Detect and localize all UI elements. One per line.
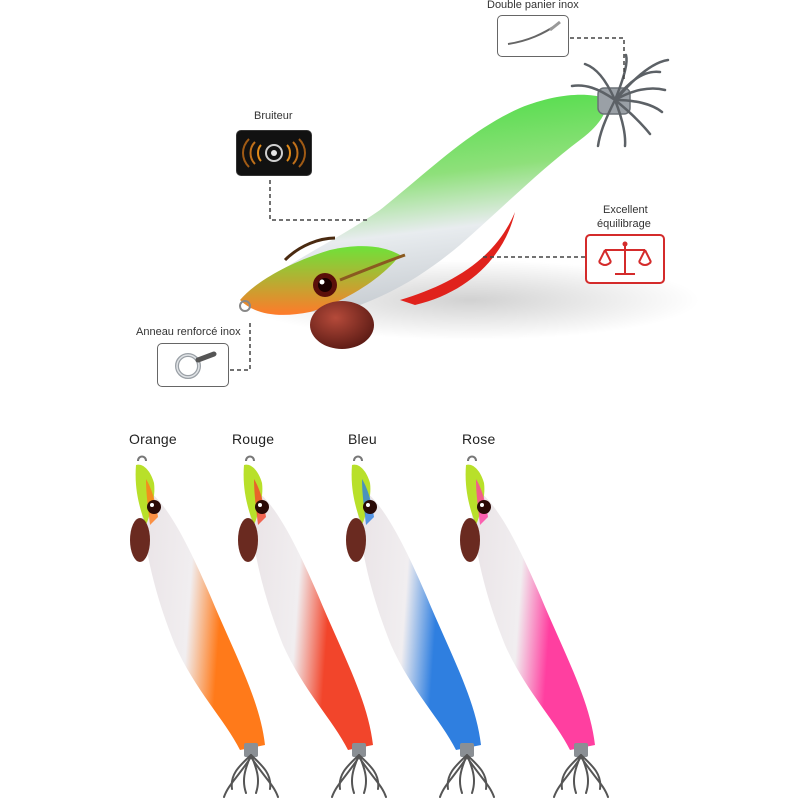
callout-connectors xyxy=(230,37,625,371)
variant-label-rouge: Rouge xyxy=(232,431,275,447)
equilibrage-label-line1: Excellent xyxy=(603,204,648,216)
variant-lure-orange xyxy=(130,455,279,798)
bruiteur-callout xyxy=(236,130,312,176)
balance-scale-icon xyxy=(598,241,652,275)
variant-label-orange: Orange xyxy=(129,431,177,447)
lure-feather xyxy=(283,236,336,262)
variant-label-rose: Rose xyxy=(462,431,496,447)
variant-label-bleu: Bleu xyxy=(348,431,377,447)
rattle-sound-icon xyxy=(242,138,306,168)
nose-ring xyxy=(239,300,251,312)
variant-lure-bleu xyxy=(346,455,495,798)
bruiteur-label: Bruiteur xyxy=(254,110,293,122)
red-keel-icon xyxy=(400,212,515,305)
double-panier-label: Double panier inox xyxy=(487,0,579,11)
equilibrage-label-line2: équilibrage xyxy=(597,218,651,230)
main-lure-illustration xyxy=(230,37,700,371)
equilibrage-callout xyxy=(585,234,665,284)
steel-ring-icon xyxy=(175,351,217,379)
anneau-label: Anneau renforcé inox xyxy=(136,326,241,338)
variant-lure-rose xyxy=(460,455,609,798)
hook-wire-icon xyxy=(507,20,561,45)
anneau-callout xyxy=(157,343,229,387)
lure-weight xyxy=(310,301,374,349)
hook-basket-icon xyxy=(570,53,670,148)
double-panier-callout xyxy=(497,15,569,57)
variant-lure-rouge xyxy=(238,455,387,798)
